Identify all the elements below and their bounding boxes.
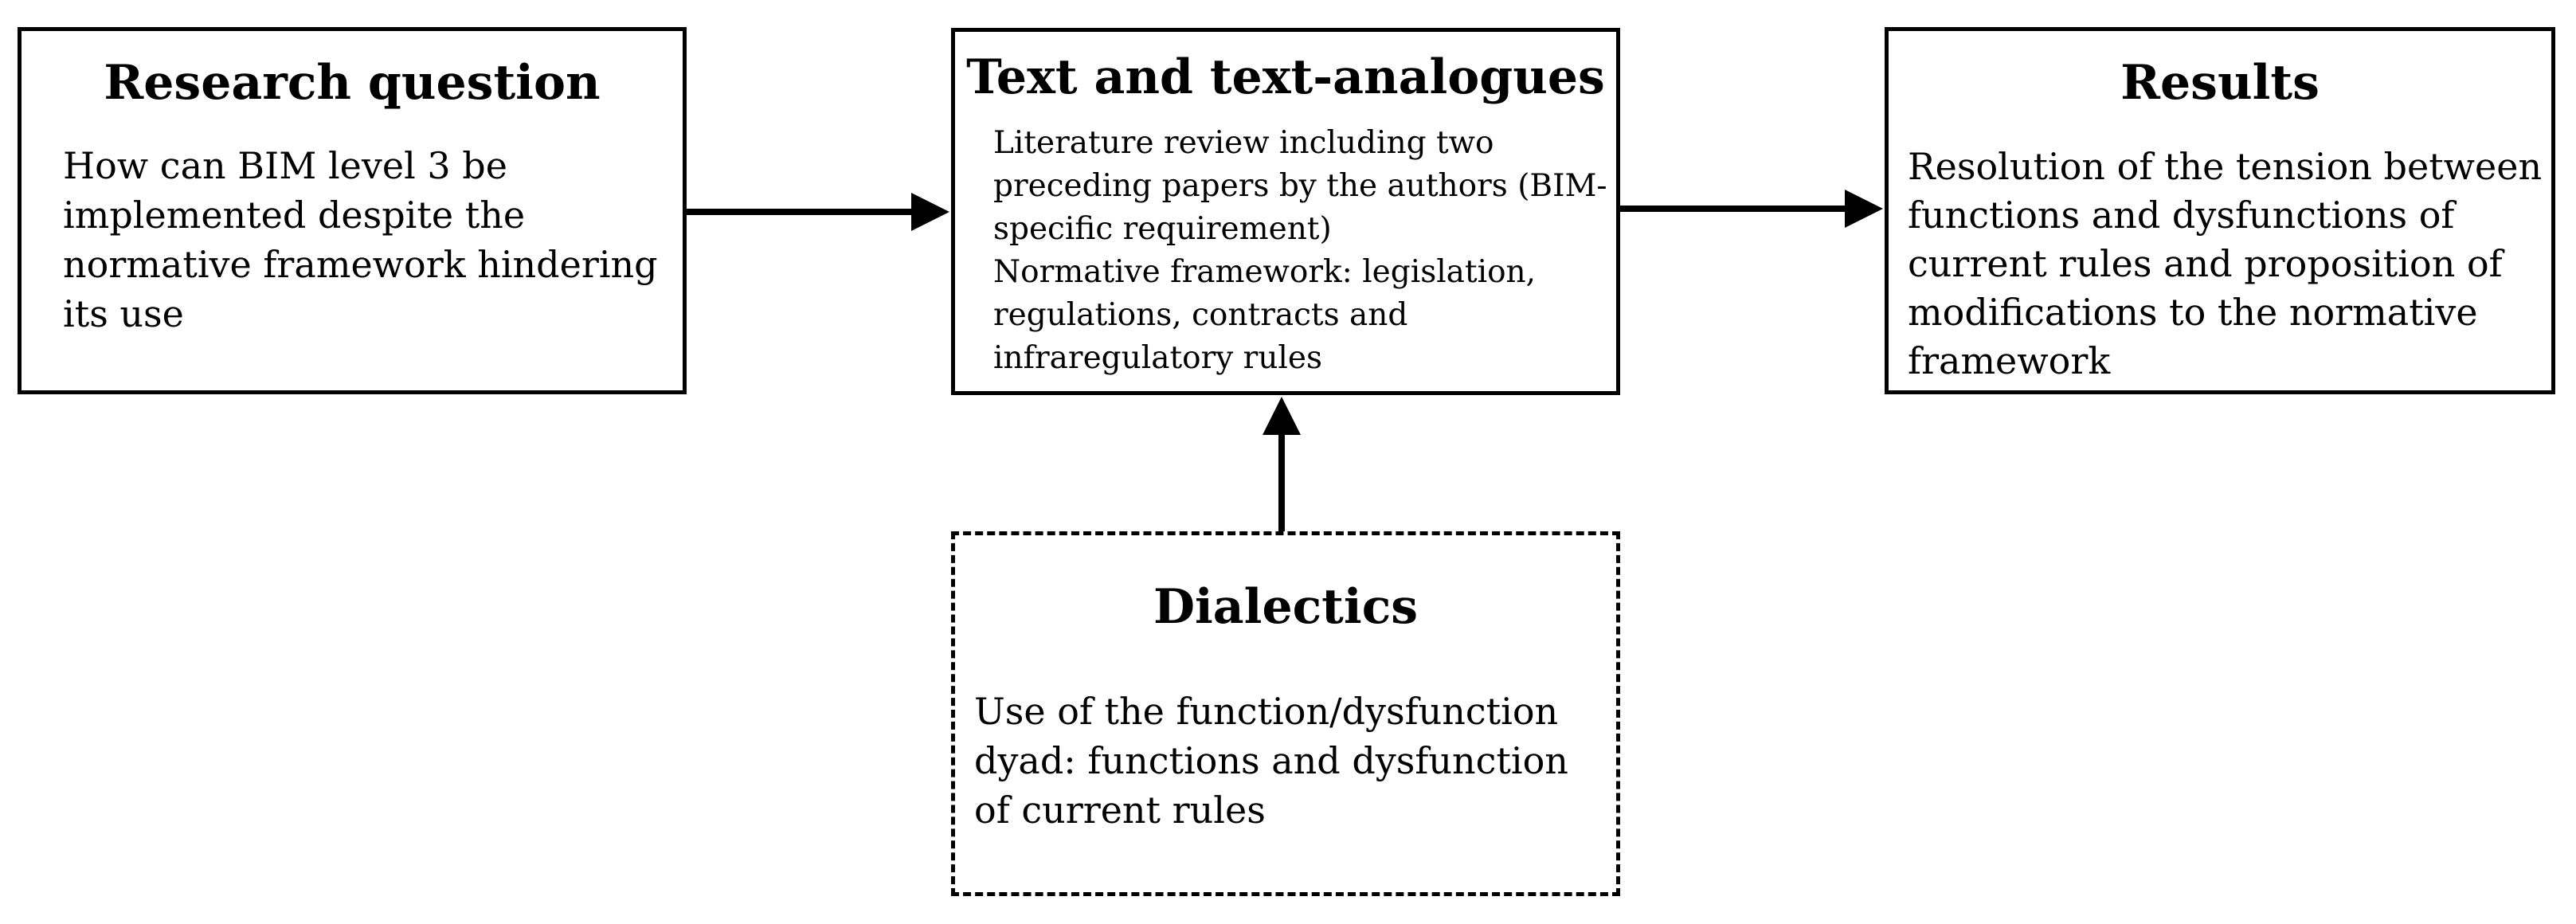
results-text: Resolution of the tension between functi… — [1908, 145, 2543, 382]
text-analogues-box: Text and text-analogues Literature revie… — [951, 28, 1620, 395]
text-analogues-text: Literature review including two precedin… — [993, 125, 1607, 376]
text-analogues-title: Text and text-analogues — [966, 49, 1605, 105]
results-box: Results Resolution of the tension betwee… — [1885, 27, 2555, 394]
dialectics-text: Use of the function/dysfunction dyad: fu… — [974, 690, 1568, 832]
research-question-text: How can BIM level 3 be implemented despi… — [63, 144, 658, 335]
dialectics-title: Dialectics — [1153, 579, 1419, 635]
research-question-box: Research question How can BIM level 3 be… — [18, 27, 687, 394]
research-question-title: Research question — [104, 55, 601, 111]
dialectics-box: Dialectics Use of the function/dysfuncti… — [951, 531, 1620, 896]
results-title: Results — [2120, 55, 2320, 111]
